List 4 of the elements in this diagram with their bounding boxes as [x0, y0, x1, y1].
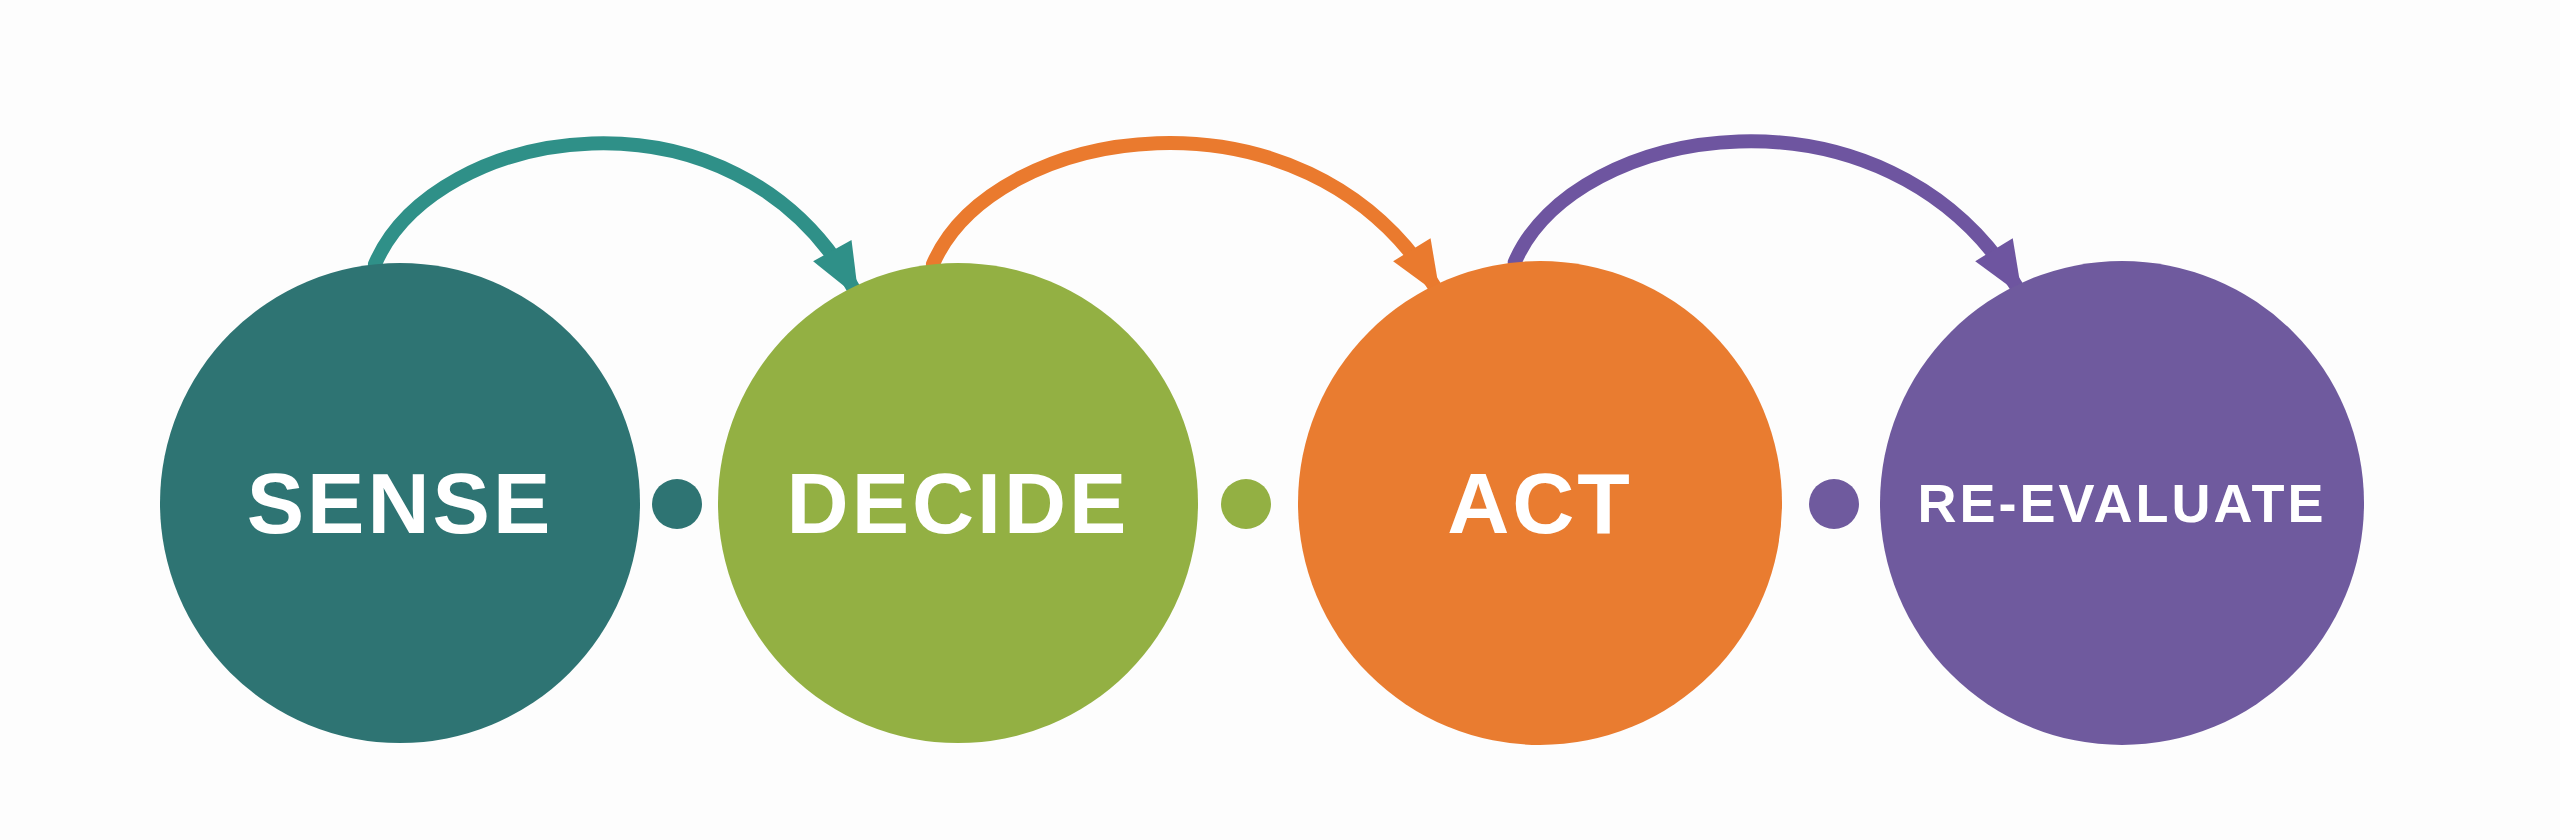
stage-label: SENSE: [246, 453, 554, 553]
stage-label: RE-EVALUATE: [1917, 472, 2327, 534]
stage-label: DECIDE: [786, 453, 1130, 553]
stage-label: ACT: [1447, 453, 1633, 553]
